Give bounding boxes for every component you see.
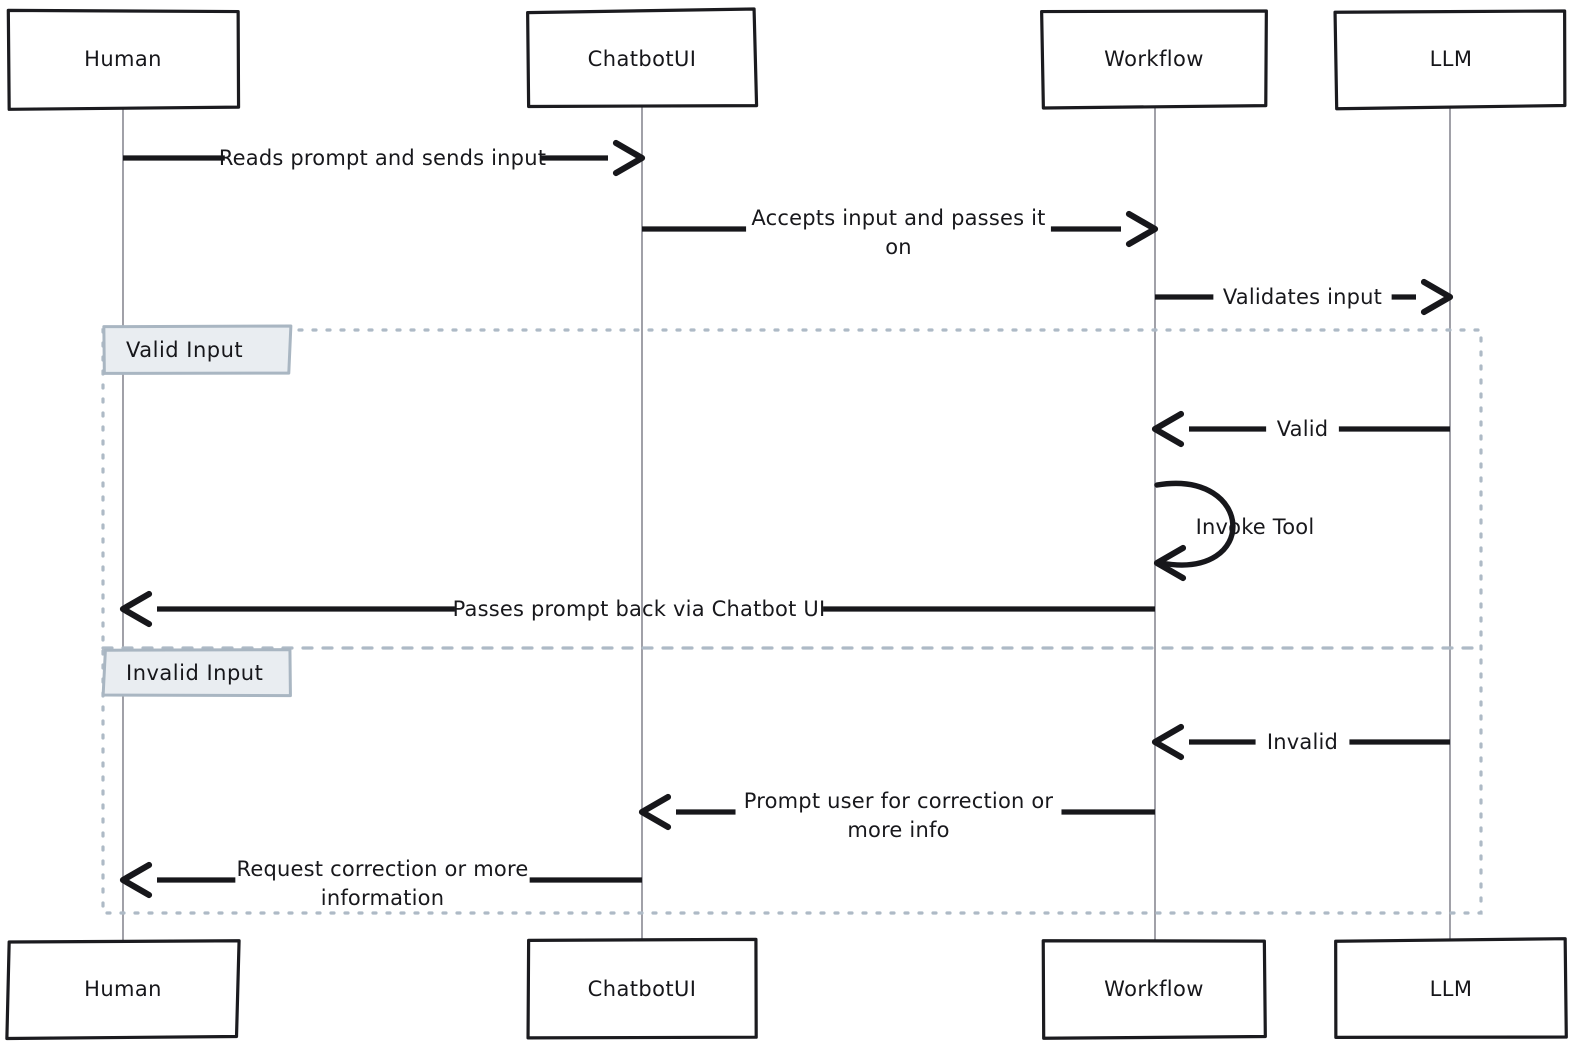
- alt-block-layer: [101, 328, 1483, 915]
- message-label-m7-line0: Invalid: [1267, 730, 1338, 754]
- message-label-m6-line0: Passes prompt back via Chatbot UI: [453, 597, 826, 621]
- actor-label-chatbotui-bottom: ChatbotUI: [588, 977, 697, 1001]
- message-m4: Valid: [1151, 410, 1450, 448]
- message-label-m9-line1: information: [321, 886, 444, 910]
- arrowhead: [1420, 278, 1454, 316]
- message-m1: Reads prompt and sends input: [123, 139, 646, 177]
- message-m7: Invalid: [1151, 723, 1450, 761]
- message-label-m9-line0: Request correction or more: [237, 857, 529, 881]
- actor-box-human-bottom: [5, 939, 241, 1041]
- actor-box-llm-bottom: [1334, 937, 1568, 1039]
- actor-box-workflow-bottom: [1041, 939, 1267, 1040]
- actor-label-llm-bottom: LLM: [1430, 977, 1473, 1001]
- actor-workflow-bottom: Workflow: [1041, 939, 1267, 1040]
- selfloop-path-m5: [1154, 480, 1236, 568]
- actors-bottom-layer: Human ChatbotUI Workflow LLM: [5, 937, 1568, 1041]
- actor-workflow-top: Workflow: [1040, 9, 1268, 110]
- arrowhead: [1153, 544, 1187, 582]
- alt-tag-label-valid-input: Valid Input: [126, 338, 243, 362]
- arrowhead: [1151, 410, 1185, 448]
- actor-human-bottom: Human: [5, 939, 241, 1041]
- actor-box-llm-top: [1333, 9, 1567, 111]
- arrowhead: [638, 793, 672, 831]
- actor-label-llm-top: LLM: [1430, 47, 1473, 71]
- actor-label-workflow-top: Workflow: [1104, 47, 1204, 71]
- actor-box-workflow-top: [1040, 9, 1268, 110]
- actor-chatbotui-top: ChatbotUI: [526, 7, 759, 109]
- actor-chatbotui-bottom: ChatbotUI: [526, 937, 758, 1040]
- arrowhead: [612, 139, 646, 177]
- alt-tag-box-valid-input: [102, 324, 293, 375]
- message-m2: Accepts input and passes it on: [642, 206, 1159, 259]
- actor-llm-bottom: LLM: [1334, 937, 1568, 1039]
- arrowhead: [1125, 210, 1159, 248]
- alt-fragment-tag-valid-input: Valid Input: [102, 324, 293, 375]
- alt-block-frame: [101, 328, 1483, 915]
- message-m8: Prompt user for correction or more info: [638, 789, 1155, 842]
- actor-label-workflow-bottom: Workflow: [1104, 977, 1204, 1001]
- actor-human-top: Human: [6, 8, 241, 111]
- message-label-m5: Invoke Tool: [1196, 515, 1315, 539]
- message-m3: Validates input: [1155, 278, 1454, 316]
- alt-fragment-tag-invalid-input: Invalid Input: [101, 648, 292, 698]
- message-label-m8-line0: Prompt user for correction or: [744, 789, 1054, 813]
- actor-label-human-bottom: Human: [84, 977, 162, 1001]
- message-label-m1-line0: Reads prompt and sends input: [219, 146, 546, 170]
- actor-box-human-top: [6, 8, 241, 111]
- alt-tag-label-invalid-input: Invalid Input: [126, 661, 263, 685]
- message-label-m2-line0: Accepts input and passes it: [751, 206, 1045, 230]
- actors-top-layer: Human ChatbotUI Workflow LLM: [6, 7, 1567, 111]
- lifelines-layer: [122, 107, 1451, 941]
- message-label-m4-line0: Valid: [1277, 417, 1329, 441]
- message-m6: Passes prompt back via Chatbot UI: [119, 590, 1155, 628]
- actor-box-chatbotui-top: [526, 7, 759, 109]
- message-label-m8-line1: more info: [847, 818, 949, 842]
- actor-box-chatbotui-bottom: [526, 937, 758, 1040]
- message-label-m2-line1: on: [885, 235, 912, 259]
- actor-label-chatbotui-top: ChatbotUI: [588, 47, 697, 71]
- arrowhead: [119, 590, 153, 628]
- message-m9: Request correction or more information: [119, 857, 642, 910]
- arrowhead: [119, 861, 153, 899]
- actor-llm-top: LLM: [1333, 9, 1567, 111]
- alt-tag-box-invalid-input: [101, 648, 292, 698]
- message-label-m3-line0: Validates input: [1223, 285, 1382, 309]
- arrowhead: [1151, 723, 1185, 761]
- message-m5: Invoke Tool: [1153, 480, 1315, 582]
- actor-label-human-top: Human: [84, 47, 162, 71]
